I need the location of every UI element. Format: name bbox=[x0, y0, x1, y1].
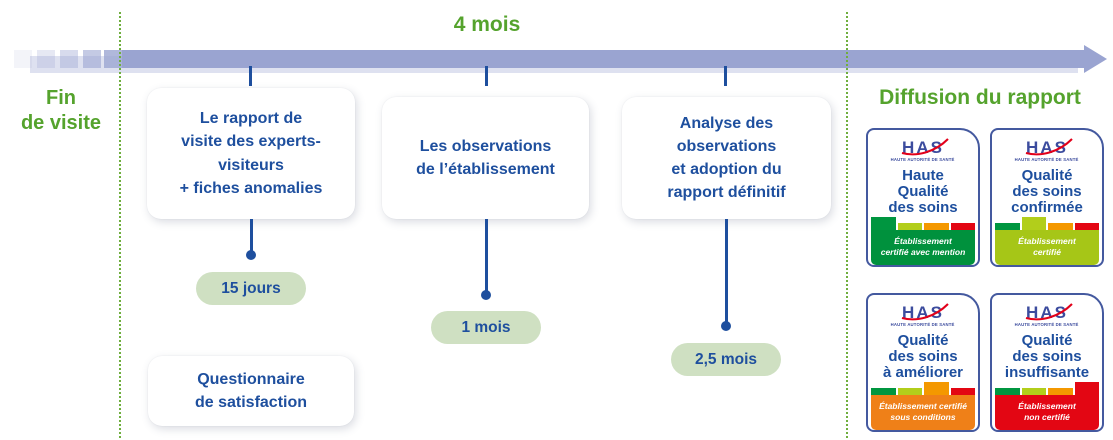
timeline-fade-segment bbox=[83, 50, 101, 68]
quality-scale bbox=[995, 216, 1099, 230]
has-logo-icon: HAS bbox=[892, 136, 954, 160]
svg-text:HAS: HAS bbox=[902, 138, 944, 157]
has-logo-icon: HAS bbox=[1016, 136, 1078, 160]
timeline-fade-segment bbox=[60, 50, 78, 68]
has-caption: HAUTE AUTORITÉ DE SANTÉ bbox=[1015, 322, 1079, 328]
timeline-bar bbox=[122, 50, 1084, 68]
connector-line-3 bbox=[724, 219, 728, 323]
timeline-tick-2 bbox=[485, 66, 488, 86]
delay-pill-2: 1 mois bbox=[431, 311, 541, 344]
step-card-3: Analyse des observations et adoption du … bbox=[622, 97, 831, 219]
svg-text:HAS: HAS bbox=[1026, 303, 1068, 322]
certification-badge-qualite-confirmee: HAS HAUTE AUTORITÉ DE SANTÉ Qualité des … bbox=[990, 128, 1104, 267]
has-caption: HAUTE AUTORITÉ DE SANTÉ bbox=[891, 322, 955, 328]
badge-title: Haute Qualité des soins bbox=[888, 167, 958, 217]
certification-badge-qualite-insuffisante: HAS HAUTE AUTORITÉ DE SANTÉ Qualité des … bbox=[990, 293, 1104, 432]
delay-pill-3: 2,5 mois bbox=[671, 343, 781, 376]
badge-title: Qualité des soins insuffisante bbox=[1004, 332, 1090, 382]
badge-banner: Établissement certifié sous conditions bbox=[871, 394, 975, 430]
certification-badge-haute-qualite: HAS HAUTE AUTORITÉ DE SANTÉ Haute Qualit… bbox=[866, 128, 980, 267]
connector-line-2 bbox=[484, 219, 488, 292]
questionnaire-card: Questionnaire de satisfaction bbox=[148, 356, 354, 426]
badge-banner: Établissement non certifié bbox=[995, 394, 1099, 430]
badge-title: Qualité des soins confirmée bbox=[1011, 167, 1083, 217]
badge-title: Qualité des soins à améliorer bbox=[882, 332, 964, 382]
has-logo-icon: HAS bbox=[892, 301, 954, 325]
quality-scale bbox=[871, 216, 975, 230]
connector-dot-2 bbox=[481, 290, 491, 300]
timeline-fade-segment bbox=[104, 50, 122, 68]
duration-label: 4 mois bbox=[453, 13, 521, 36]
timeline-fade-segment bbox=[37, 50, 55, 68]
has-logo-icon: HAS bbox=[1016, 301, 1078, 325]
has-caption: HAUTE AUTORITÉ DE SANTÉ bbox=[891, 157, 955, 163]
certification-badge-qualite-a-ameliorer: HAS HAUTE AUTORITÉ DE SANTÉ Qualité des … bbox=[866, 293, 980, 432]
step-card-1: Le rapport de visite des experts- visite… bbox=[147, 88, 355, 219]
svg-text:HAS: HAS bbox=[1026, 138, 1068, 157]
quality-scale bbox=[871, 381, 975, 395]
timeline-tick-3 bbox=[724, 66, 727, 86]
step-card-2: Les observations de l’établissement bbox=[382, 97, 589, 219]
start-label: Fin de visite bbox=[20, 87, 102, 134]
phase-separator-start bbox=[119, 12, 121, 438]
connector-dot-3 bbox=[721, 321, 731, 331]
connector-line-1 bbox=[249, 219, 253, 252]
end-title: Diffusion du rapport bbox=[879, 86, 1081, 109]
connector-dot-1 bbox=[246, 250, 256, 260]
badge-banner: Établissement certifié avec mention bbox=[871, 229, 975, 265]
svg-text:HAS: HAS bbox=[902, 303, 944, 322]
quality-scale bbox=[995, 381, 1099, 395]
timeline-tick-1 bbox=[249, 66, 252, 86]
delay-pill-1: 15 jours bbox=[196, 272, 306, 305]
badge-banner: Établissement certifié bbox=[995, 229, 1099, 265]
has-caption: HAUTE AUTORITÉ DE SANTÉ bbox=[1015, 157, 1079, 163]
phase-separator-end bbox=[846, 12, 848, 438]
timeline-fade-segment bbox=[14, 50, 32, 68]
timeline-arrowhead-icon bbox=[1084, 45, 1107, 73]
